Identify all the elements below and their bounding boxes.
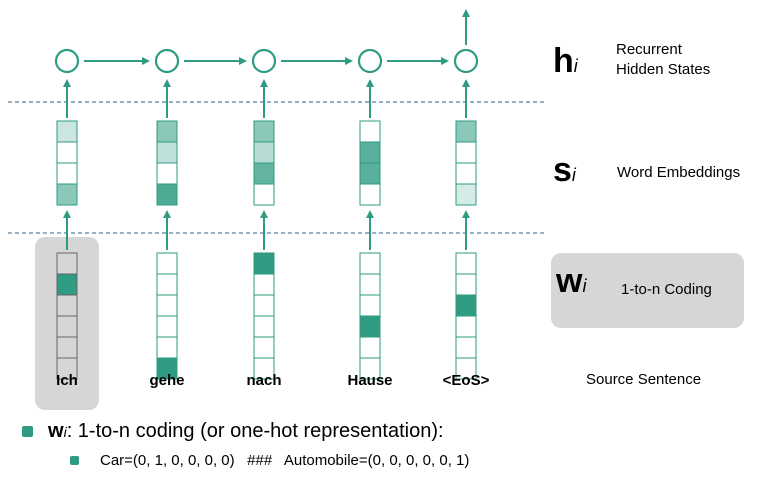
embedding-cell [56,120,78,143]
one-hot-cell [359,357,381,380]
word-hause: Hause [347,372,393,389]
one-hot-cell [253,336,275,359]
one-hot-cell [56,294,78,317]
w-symbol: wi [556,262,587,300]
one-hot-cell [359,273,381,296]
embedding-cell [156,141,178,164]
one-hot-vectors [56,252,477,380]
bullet-1-marker [22,426,33,437]
embedding-cell [253,162,275,185]
embedding-cell [56,183,78,206]
embedding-cell [156,183,178,206]
one-hot-cell [359,252,381,275]
embedding-cell [56,141,78,164]
one-hot-cell [359,294,381,317]
embedding-cell [253,120,275,143]
word-gehe: gehe [149,372,185,389]
word-ich: Ich [56,372,78,389]
word-nach: nach [246,372,282,389]
one-hot-cell [359,336,381,359]
hidden-states [54,48,479,74]
embedding-cell [253,141,275,164]
h-symbol: hi [553,42,578,80]
one-hot-cell [253,294,275,317]
one-hot-cell [359,315,381,338]
embedding-cell [156,120,178,143]
source-sentence-label: Source Sentence [586,371,702,388]
embedding-cell [156,162,178,185]
one-hot-cell [156,252,178,275]
one-hot-cell [455,357,477,380]
embedding-cell [455,183,477,206]
hidden-state-circle-1 [154,48,180,74]
one-hot-cell [455,252,477,275]
hidden-state-circle-0 [54,48,80,74]
one-hot-legend-box [551,253,744,328]
bullet-2: Car=(0, 1, 0, 0, 0, 0) ### Automobile=(0… [100,452,470,469]
embedding-cell [253,183,275,206]
hidden-state-circle-4 [453,48,479,74]
one-hot-cell [253,273,275,296]
one-hot-cell [455,336,477,359]
one-hot-cell [56,252,78,275]
hidden-state-circle-3 [357,48,383,74]
one-hot-cell [253,252,275,275]
word-eos: <EoS> [442,372,490,389]
embedding-cell [359,162,381,185]
embedding-cell [56,162,78,185]
one-hot-cell [455,294,477,317]
one-hot-cell [156,336,178,359]
one-hot-cell [56,336,78,359]
one-hot-cell [455,315,477,338]
bullet-1: wi: 1-to-n coding (or one-hot representa… [48,420,444,442]
word-embeddings [56,120,477,206]
one-hot-cell [455,273,477,296]
hidden-state-circle-2 [251,48,277,74]
one-hot-cell [56,357,78,380]
embedding-cell [359,141,381,164]
arrows [63,9,470,250]
one-hot-cell [253,315,275,338]
one-hot-cell [156,273,178,296]
embedding-cell [359,183,381,206]
one-hot-cell [156,315,178,338]
one-hot-cell [253,357,275,380]
s-symbol: si [553,151,576,189]
embedding-cell [455,162,477,185]
embedding-cell [455,120,477,143]
embedding-cell [359,120,381,143]
word-embeddings-label: Word Embeddings [617,164,741,181]
one-hot-cell [156,294,178,317]
one-hot-coding-label: 1-to-n Coding [621,281,712,298]
one-hot-cell [156,357,178,380]
one-hot-cell [56,273,78,296]
bullet-2-marker [70,456,79,465]
embedding-cell [455,141,477,164]
one-hot-cell [56,315,78,338]
